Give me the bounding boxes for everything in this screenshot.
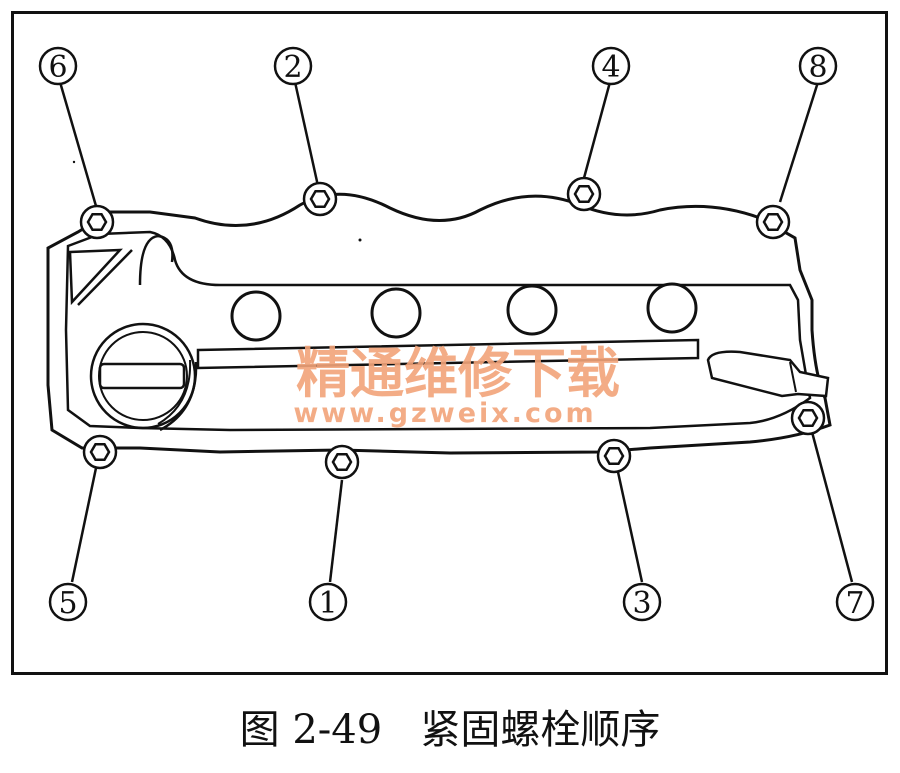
callout-8: 8 xyxy=(798,46,838,86)
callout-7: 7 xyxy=(835,582,875,622)
bolt-8 xyxy=(755,204,791,240)
callout-6: 6 xyxy=(38,46,78,86)
baffle-strip xyxy=(196,338,700,370)
callout-2-label: 2 xyxy=(283,50,302,85)
figure-caption: 图 2-49 紧固螺栓顺序 xyxy=(239,707,661,753)
bolt-2 xyxy=(302,181,338,217)
callout-4-label: 4 xyxy=(601,50,620,85)
bracket-hook xyxy=(138,234,174,286)
watermark-text: 精通维修下载 xyxy=(296,342,620,405)
speck xyxy=(358,238,362,242)
bolt-1 xyxy=(324,444,360,480)
oil-filler-cap xyxy=(89,322,198,432)
bolt-4 xyxy=(566,176,602,212)
diagram-frame xyxy=(11,11,888,675)
callout-3-label: 3 xyxy=(632,586,651,621)
callout-5-label: 5 xyxy=(58,586,77,621)
callout-1-label: 1 xyxy=(318,586,337,621)
bolt-3 xyxy=(596,438,632,474)
leader-lines xyxy=(58,81,854,583)
corner-rib xyxy=(68,248,123,306)
speck xyxy=(72,160,76,164)
valve-cover-diagram: 精通维修下载 www.gzweix.com 6 2 xyxy=(38,46,875,622)
callout-7-label: 7 xyxy=(845,586,864,621)
watermark: 精通维修下载 www.gzweix.com xyxy=(293,342,620,429)
callout-5: 5 xyxy=(48,582,88,622)
bolt-5 xyxy=(82,434,118,470)
callouts: 6 2 4 8 5 1 3 7 xyxy=(38,46,875,622)
spark-plug-holes xyxy=(230,282,698,342)
callout-2: 2 xyxy=(273,46,313,86)
callout-1: 1 xyxy=(308,582,348,622)
callout-4: 4 xyxy=(591,46,631,86)
watermark-url: www.gzweix.com xyxy=(293,398,596,429)
breather-outlet xyxy=(706,350,830,398)
bolt-7 xyxy=(790,400,826,436)
bolt-heads xyxy=(79,176,826,480)
callout-8-label: 8 xyxy=(808,50,827,85)
bolt-6 xyxy=(79,204,115,240)
gasket-outline xyxy=(64,230,812,432)
callout-6-label: 6 xyxy=(48,50,67,85)
callout-3: 3 xyxy=(622,582,662,622)
